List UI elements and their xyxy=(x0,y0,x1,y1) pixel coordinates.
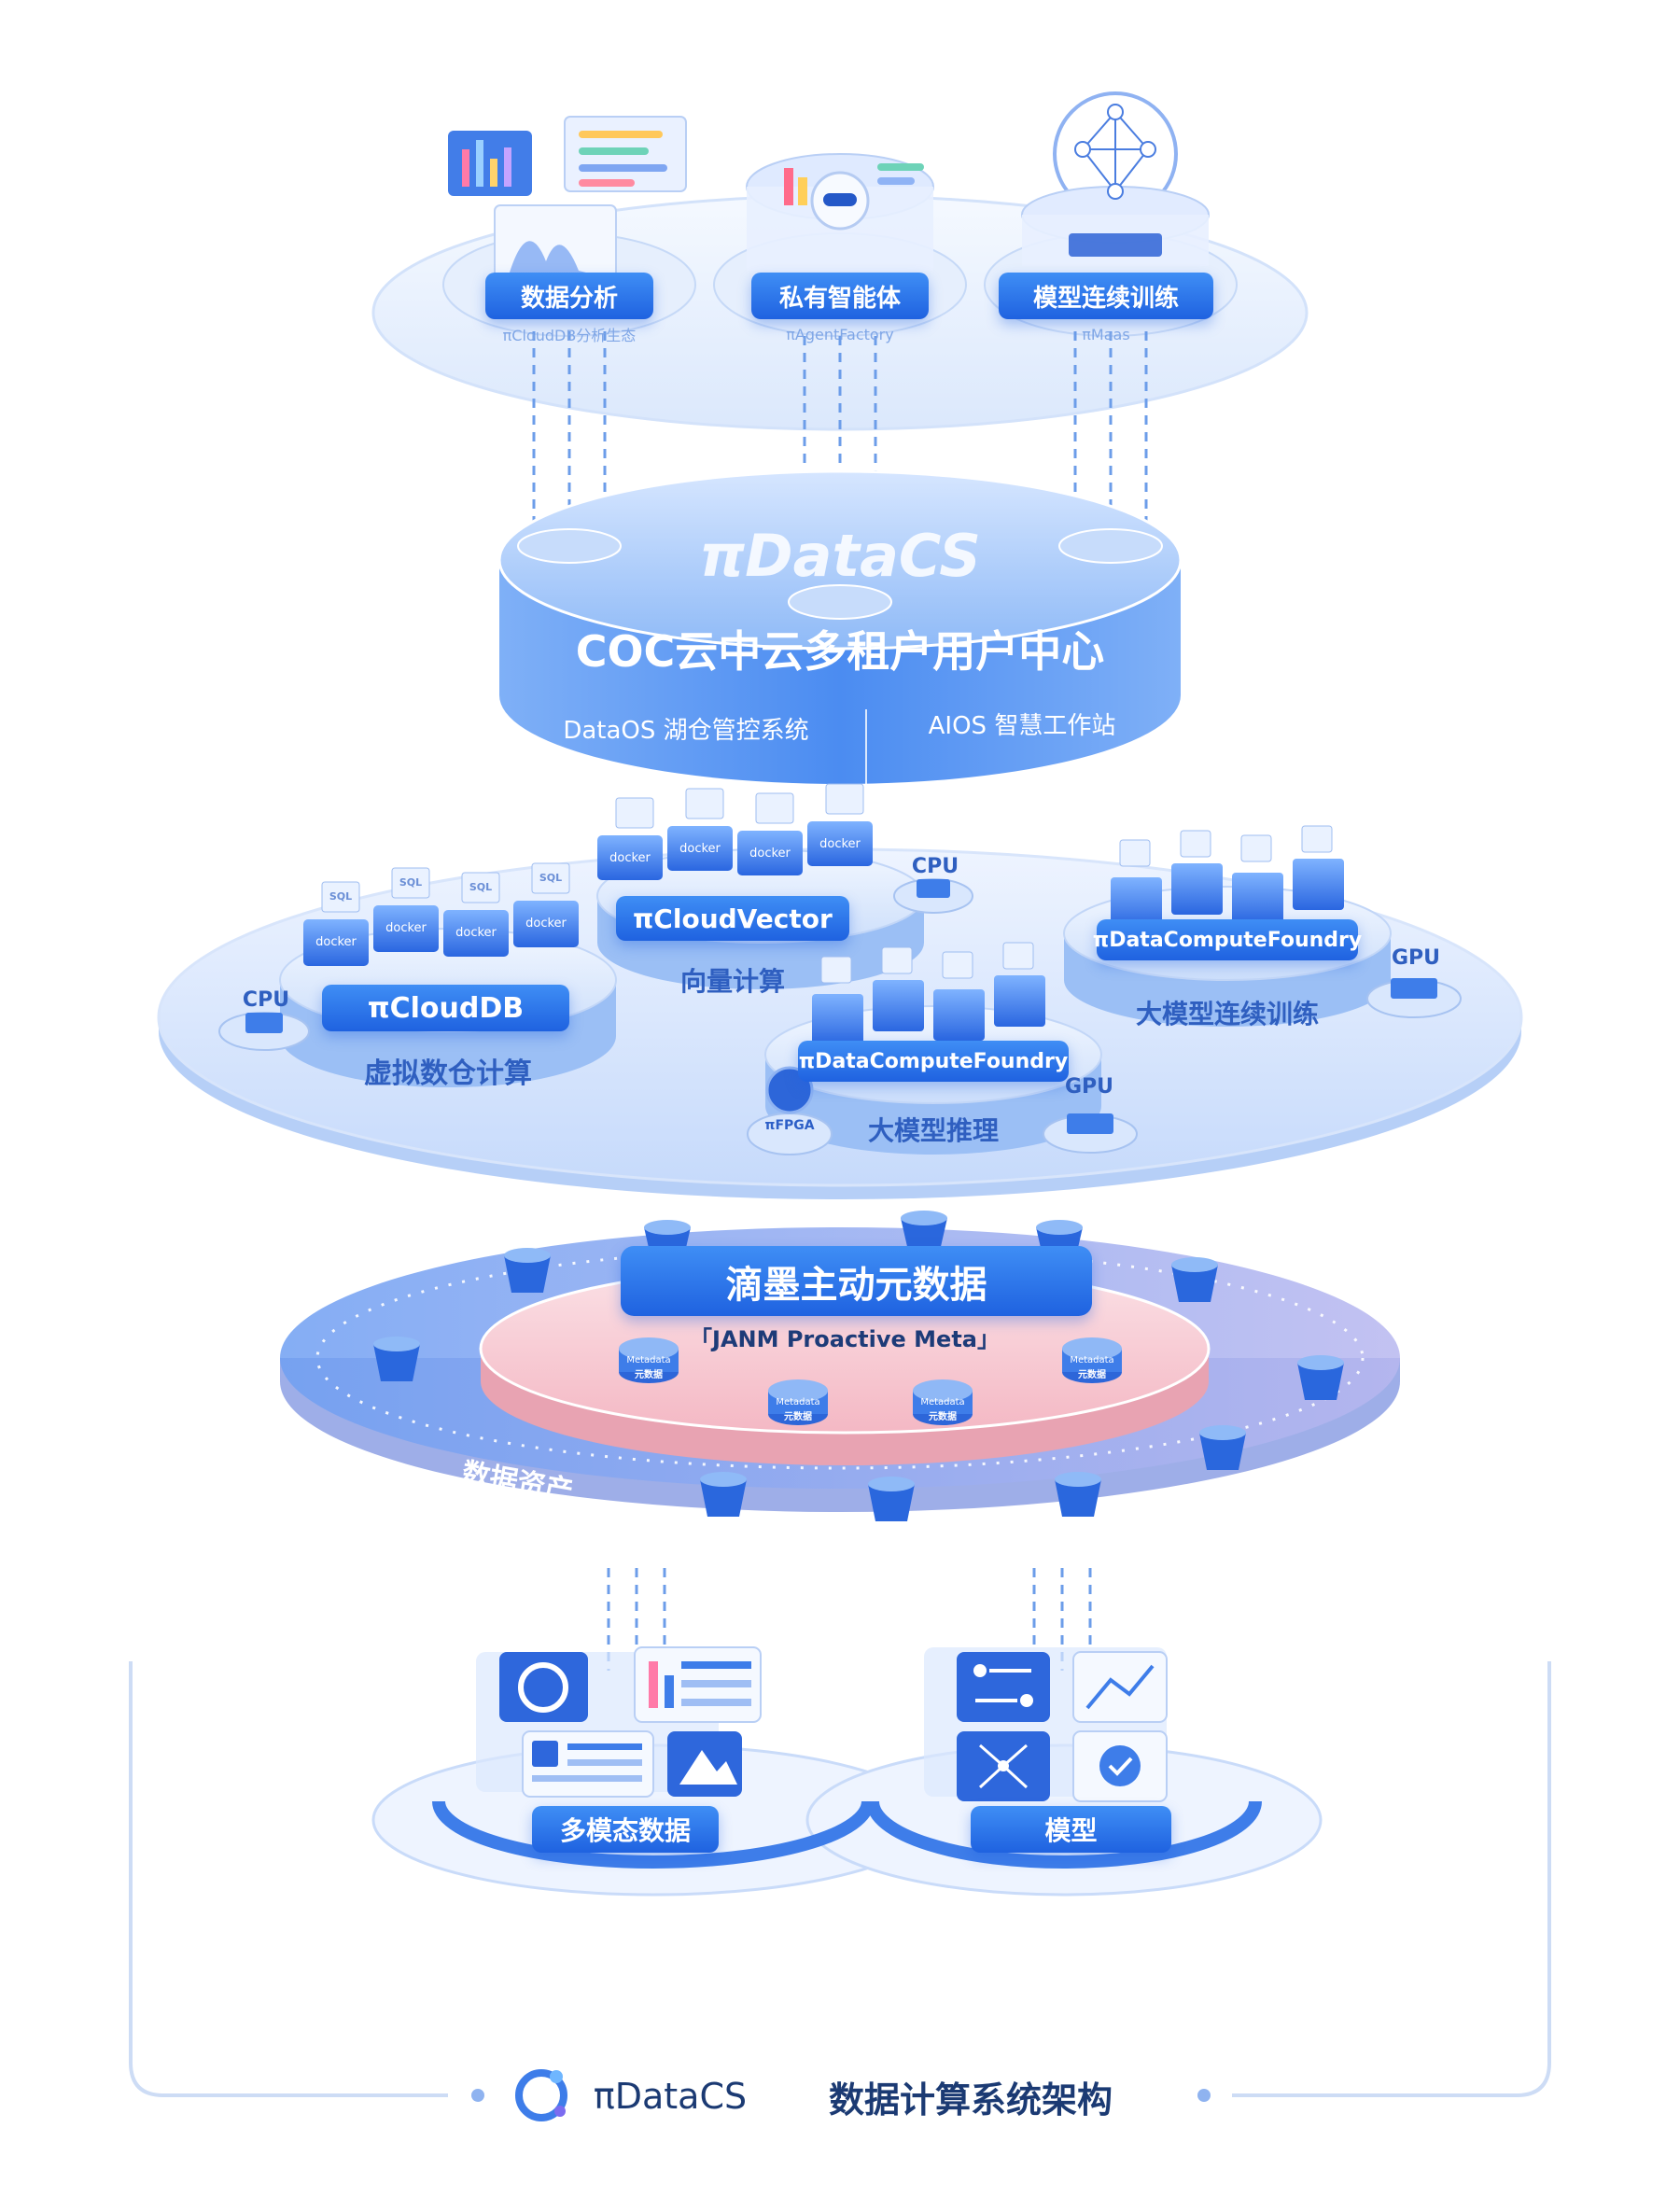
docker-label: docker xyxy=(315,934,357,949)
multimodal-label: 多模态数据 xyxy=(532,1806,719,1853)
core-brand: πDataCS xyxy=(699,521,981,590)
core-title: COC云中云多租户用户中心 xyxy=(575,626,1105,677)
foundry-train-label: πDataComputeFoundry xyxy=(1093,919,1362,960)
footer-logo-text: πDataCS xyxy=(593,2076,748,2117)
metadata-chip-label: Metadata xyxy=(920,1396,965,1407)
sql-label: SQL xyxy=(539,871,563,884)
docker-label: docker xyxy=(455,925,497,940)
vector-label: πCloudVector xyxy=(616,896,849,941)
metadata-chip-sublabel: 元数据 xyxy=(1078,1369,1106,1380)
docker-label: docker xyxy=(609,850,651,865)
footer-title: 数据计算系统架构 xyxy=(828,2079,1113,2121)
foundry-infer-label: πDataComputeFoundry xyxy=(798,1041,1069,1082)
meta-subtitle: 「JANM Proactive Meta」 xyxy=(690,1325,1000,1352)
docker-label: docker xyxy=(385,920,427,935)
analysis-sublabel: πCloudDB分析生态 xyxy=(502,327,637,344)
docker-label: docker xyxy=(749,846,791,861)
docker-label: docker xyxy=(819,836,861,851)
metadata-chip-sublabel: 元数据 xyxy=(784,1411,812,1422)
clouddb-label: πCloudDB xyxy=(322,985,569,1031)
model-label: 模型 xyxy=(971,1806,1171,1853)
metadata-chip-label: Metadata xyxy=(1070,1354,1114,1365)
aios-label: AIOS 智慧工作站 xyxy=(928,711,1116,740)
agent-label: 私有智能体 xyxy=(751,273,929,319)
dataos-label: DataOS 湖仓管控系统 xyxy=(563,716,809,745)
agent-sublabel: πAgentFactory xyxy=(786,325,894,343)
metadata-chip-label: Metadata xyxy=(626,1354,671,1365)
sql-label: SQL xyxy=(329,889,353,903)
foundry-infer-caption: 大模型推理 xyxy=(867,1115,999,1146)
metadata-chip-sublabel: 元数据 xyxy=(635,1369,663,1380)
training-sublabel: πMaas xyxy=(1082,325,1130,343)
training-label: 模型连续训练 xyxy=(999,273,1213,319)
metadata-chip-label: Metadata xyxy=(776,1396,820,1407)
gpu-label-right: GPU xyxy=(1391,945,1441,970)
cpu-label-left: CPU xyxy=(242,987,290,1012)
fpga-label: πFPGA xyxy=(764,1118,815,1133)
docker-label: docker xyxy=(679,841,721,856)
sql-label: SQL xyxy=(469,880,493,893)
analysis-label: 数据分析 xyxy=(485,273,653,319)
foundry-train-caption: 大模型连续训练 xyxy=(1135,999,1319,1029)
metadata-chip-sublabel: 元数据 xyxy=(929,1411,957,1422)
sql-label: SQL xyxy=(399,875,423,889)
docker-label: docker xyxy=(525,916,567,931)
vector-caption: 向量计算 xyxy=(679,966,785,997)
meta-title: 滴墨主动元数据 xyxy=(621,1246,1092,1316)
clouddb-caption: 虚拟数仓计算 xyxy=(364,1057,532,1090)
gpu-label-infer: GPU xyxy=(1064,1074,1114,1099)
cpu-label-center: CPU xyxy=(911,854,959,878)
